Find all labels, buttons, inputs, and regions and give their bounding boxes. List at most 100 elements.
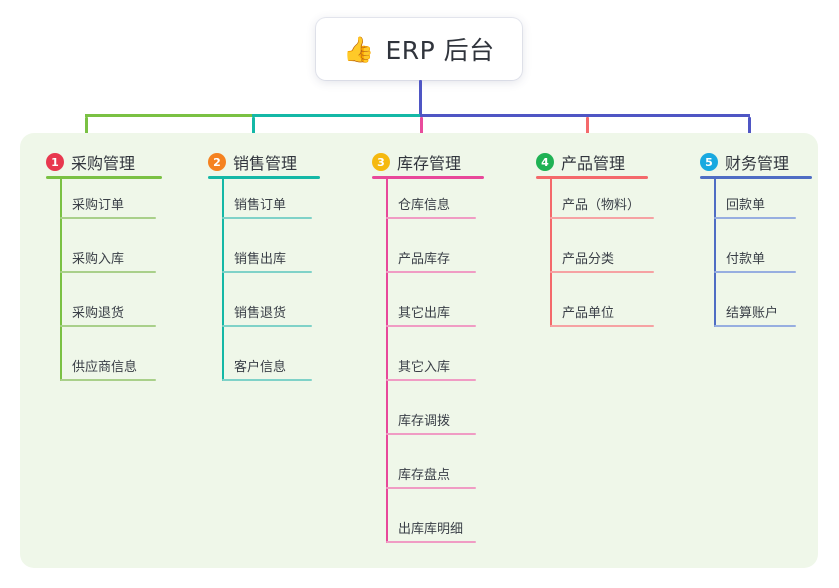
branch-badge-3: 3 [372, 153, 390, 171]
branch-spine-1 [60, 178, 62, 381]
leaf-item-underline [60, 217, 156, 219]
leaf-item[interactable]: 销售订单 [222, 185, 312, 219]
branch-badge-2: 2 [208, 153, 226, 171]
leaf-item[interactable]: 销售出库 [222, 239, 312, 273]
leaf-item[interactable]: 库存盘点 [386, 455, 476, 489]
branch-title-5: 财务管理 [725, 154, 790, 173]
leaf-item[interactable]: 出库库明细 [386, 509, 476, 543]
leaf-item-underline [386, 541, 476, 543]
branch-title-2: 销售管理 [233, 154, 298, 173]
branch-badge-4: 4 [536, 153, 554, 171]
branch-badge-5: 5 [700, 153, 718, 171]
branch-spine-5 [714, 178, 716, 327]
leaf-item[interactable]: 供应商信息 [60, 347, 156, 381]
branch-underline-2 [208, 176, 320, 179]
leaf-item[interactable]: 产品（物料） [550, 185, 654, 219]
leaf-item-label: 采购退货 [72, 306, 125, 321]
connector-stub-1 [85, 117, 88, 144]
leaf-item-label: 销售订单 [234, 198, 287, 213]
branch-underline-5 [700, 176, 812, 179]
leaf-item-underline [550, 217, 654, 219]
leaf-item[interactable]: 其它入库 [386, 347, 476, 381]
connector-stub-5 [748, 117, 751, 144]
branch-spine-4 [550, 178, 552, 327]
connector-stub-4 [586, 117, 589, 144]
leaf-item-underline [222, 271, 312, 273]
leaf-item[interactable]: 产品库存 [386, 239, 476, 273]
leaf-item-underline [60, 325, 156, 327]
leaf-item-underline [714, 271, 796, 273]
leaf-item-label: 销售出库 [234, 252, 287, 267]
root-node-content: 👍 ERP 后台 [343, 31, 494, 67]
leaf-item-label: 销售退货 [234, 306, 287, 321]
leaf-item-label: 回款单 [726, 198, 766, 213]
leaf-item[interactable]: 仓库信息 [386, 185, 476, 219]
leaf-item[interactable]: 销售退货 [222, 293, 312, 327]
branches-panel [20, 133, 818, 568]
leaf-item[interactable]: 采购入库 [60, 239, 156, 273]
leaf-item-label: 产品分类 [562, 252, 615, 267]
connector-root-drop [419, 80, 422, 117]
branch-underline-1 [46, 176, 162, 179]
leaf-item-label: 产品单位 [562, 306, 615, 321]
leaf-item-underline [550, 325, 654, 327]
leaf-item-label: 结算账户 [726, 306, 779, 321]
branch-header-1[interactable]: 1 采购管理 [46, 150, 135, 174]
leaf-item[interactable]: 采购退货 [60, 293, 156, 327]
leaf-item-label: 其它出库 [398, 306, 451, 321]
leaf-item[interactable]: 付款单 [714, 239, 796, 273]
leaf-item[interactable]: 回款单 [714, 185, 796, 219]
branch-title-3: 库存管理 [397, 154, 462, 173]
leaf-item-underline [386, 325, 476, 327]
leaf-item-label: 客户信息 [234, 360, 287, 375]
leaf-item-underline [714, 325, 796, 327]
leaf-item[interactable]: 其它出库 [386, 293, 476, 327]
leaf-item-label: 其它入库 [398, 360, 451, 375]
leaf-item-underline [386, 217, 476, 219]
leaf-item-label: 付款单 [726, 252, 766, 267]
leaf-item-label: 库存盘点 [398, 468, 451, 483]
leaf-item[interactable]: 库存调拨 [386, 401, 476, 435]
leaf-item-underline [222, 379, 312, 381]
leaf-item[interactable]: 产品单位 [550, 293, 654, 327]
connector-bus-segment-1 [85, 114, 253, 117]
leaf-item-underline [386, 433, 476, 435]
branch-header-3[interactable]: 3 库存管理 [372, 150, 461, 174]
connector-bus-segment-2 [252, 114, 421, 117]
branch-spine-2 [222, 178, 224, 381]
branch-spine-3 [386, 178, 388, 543]
branch-underline-4 [536, 176, 648, 179]
leaf-item[interactable]: 产品分类 [550, 239, 654, 273]
branch-underline-3 [372, 176, 484, 179]
leaf-item-label: 库存调拨 [398, 414, 451, 429]
leaf-item-label: 采购订单 [72, 198, 125, 213]
branch-header-4[interactable]: 4 产品管理 [536, 150, 625, 174]
leaf-item[interactable]: 客户信息 [222, 347, 312, 381]
leaf-item-label: 供应商信息 [72, 360, 138, 375]
leaf-item-underline [386, 379, 476, 381]
leaf-item-underline [222, 217, 312, 219]
connector-stub-2 [252, 117, 255, 144]
branch-header-2[interactable]: 2 销售管理 [208, 150, 297, 174]
branch-header-5[interactable]: 5 财务管理 [700, 150, 789, 174]
leaf-item-label: 产品（物料） [562, 198, 641, 213]
leaf-item-label: 出库库明细 [398, 522, 464, 537]
connector-stub-3 [420, 117, 423, 144]
leaf-item-underline [386, 487, 476, 489]
branch-title-4: 产品管理 [561, 154, 626, 173]
leaf-item-underline [60, 379, 156, 381]
leaf-item[interactable]: 采购订单 [60, 185, 156, 219]
branch-title-1: 采购管理 [71, 154, 136, 173]
leaf-item-label: 采购入库 [72, 252, 125, 267]
leaf-item-underline [222, 325, 312, 327]
branch-badge-1: 1 [46, 153, 64, 171]
connector-bus-segment-3 [420, 114, 750, 117]
leaf-item[interactable]: 结算账户 [714, 293, 796, 327]
leaf-item-underline [386, 271, 476, 273]
root-node[interactable]: 👍 ERP 后台 [316, 18, 522, 80]
leaf-item-underline [714, 217, 796, 219]
leaf-item-underline [550, 271, 654, 273]
leaf-item-label: 仓库信息 [398, 198, 451, 213]
leaf-item-label: 产品库存 [398, 252, 451, 267]
